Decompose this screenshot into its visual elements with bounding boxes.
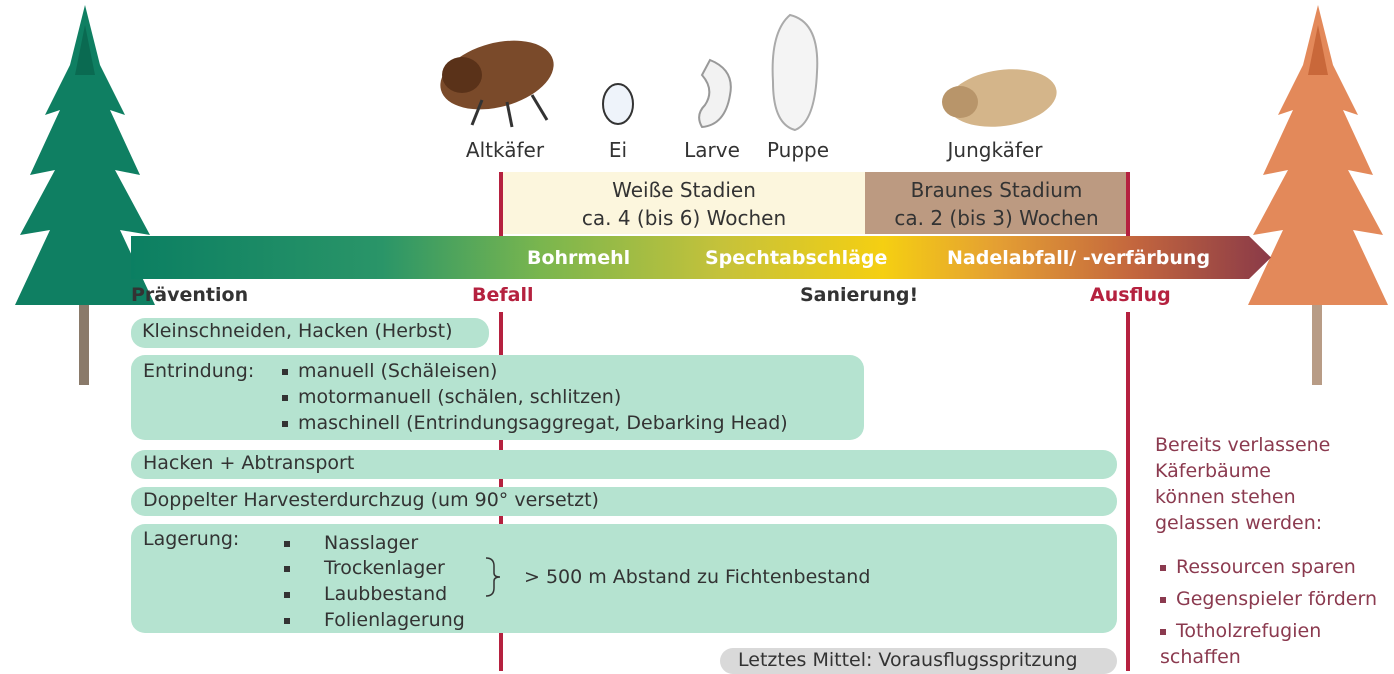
debarking-item: motormanuell (schälen, schlitzen) [282, 386, 621, 408]
chipping-text: Kleinschneiden, Hacken (Herbst) [142, 320, 453, 342]
stage-label-larva: Larve [680, 138, 744, 162]
harvester-text: Doppelter Harvesterdurchzug (um 90° vers… [143, 489, 599, 511]
storage-item: Nasslager [284, 532, 418, 554]
emergence-marker-line-lower [1126, 312, 1130, 671]
bullet-icon [284, 592, 290, 598]
bullet-icon [284, 566, 290, 572]
brown-stage-duration: ca. 2 (bis 3) Wochen [865, 204, 1128, 232]
bullet-icon [284, 541, 290, 547]
debarking-item: manuell (Schäleisen) [282, 360, 497, 382]
arrow-label-boring-dust: Bohrmehl [527, 247, 630, 269]
debarking-item: maschinell (Entrindungsaggregat, Debarki… [282, 412, 788, 434]
sidebar-item: Ressourcen sparen [1160, 554, 1394, 580]
adult-beetle-icon [432, 30, 562, 130]
white-stages-title: Weiße Stadien [503, 176, 865, 204]
brace-icon [484, 556, 504, 598]
arrow-label-woodpecker: Spechtabschläge [705, 247, 887, 269]
bullet-icon [1160, 565, 1166, 571]
larva-icon [690, 55, 740, 133]
bullet-icon [1160, 629, 1166, 635]
bullet-icon [282, 395, 288, 401]
last-resort-text: Letztes Mittel: Vorausflugsspritzung [738, 649, 1078, 671]
white-stages-duration: ca. 4 (bis 6) Wochen [503, 204, 865, 232]
sidebar-item: Totholzrefugien schaffen [1160, 618, 1340, 670]
bullet-icon [1160, 597, 1166, 603]
sidebar-intro: Bereits verlassene Käferbäume können ste… [1155, 432, 1340, 536]
phase-emergence: Ausflug [1090, 284, 1171, 306]
chip-transport-text: Hacken + Abtransport [143, 452, 354, 474]
phase-remediation: Sanierung! [800, 284, 918, 306]
debarking-label: Entrindung: [143, 360, 254, 382]
bullet-icon [282, 421, 288, 427]
bullet-icon [284, 618, 290, 624]
brown-stage-title: Braunes Stadium [865, 176, 1128, 204]
stage-label-young-beetle: Jungkäfer [935, 138, 1055, 162]
storage-label: Lagerung: [143, 528, 239, 550]
phase-infestation: Befall [472, 284, 533, 306]
bullet-icon [282, 369, 288, 375]
brown-stage-band: Braunes Stadium ca. 2 (bis 3) Wochen [865, 172, 1128, 234]
storage-item: Trockenlager [284, 557, 445, 579]
storage-note: > 500 m Abstand zu Fichtenbestand [524, 566, 870, 588]
stage-label-adult: Altkäfer [455, 138, 555, 162]
storage-item: Folienlagerung [284, 609, 465, 631]
stage-label-pupa: Puppe [762, 138, 834, 162]
stage-label-egg: Ei [598, 138, 638, 162]
egg-icon [600, 80, 636, 126]
pupa-icon [765, 12, 823, 134]
dead-spruce-icon [1248, 5, 1388, 390]
storage-item: Laubbestand [284, 583, 447, 605]
young-beetle-icon [932, 60, 1062, 140]
white-stages-band: Weiße Stadien ca. 4 (bis 6) Wochen [503, 172, 865, 234]
sidebar-item: Gegenspieler fördern [1160, 586, 1394, 612]
phase-prevention: Prävention [131, 284, 248, 306]
arrow-label-needle-drop: Nadelabfall/ -verfärbung [947, 247, 1210, 269]
